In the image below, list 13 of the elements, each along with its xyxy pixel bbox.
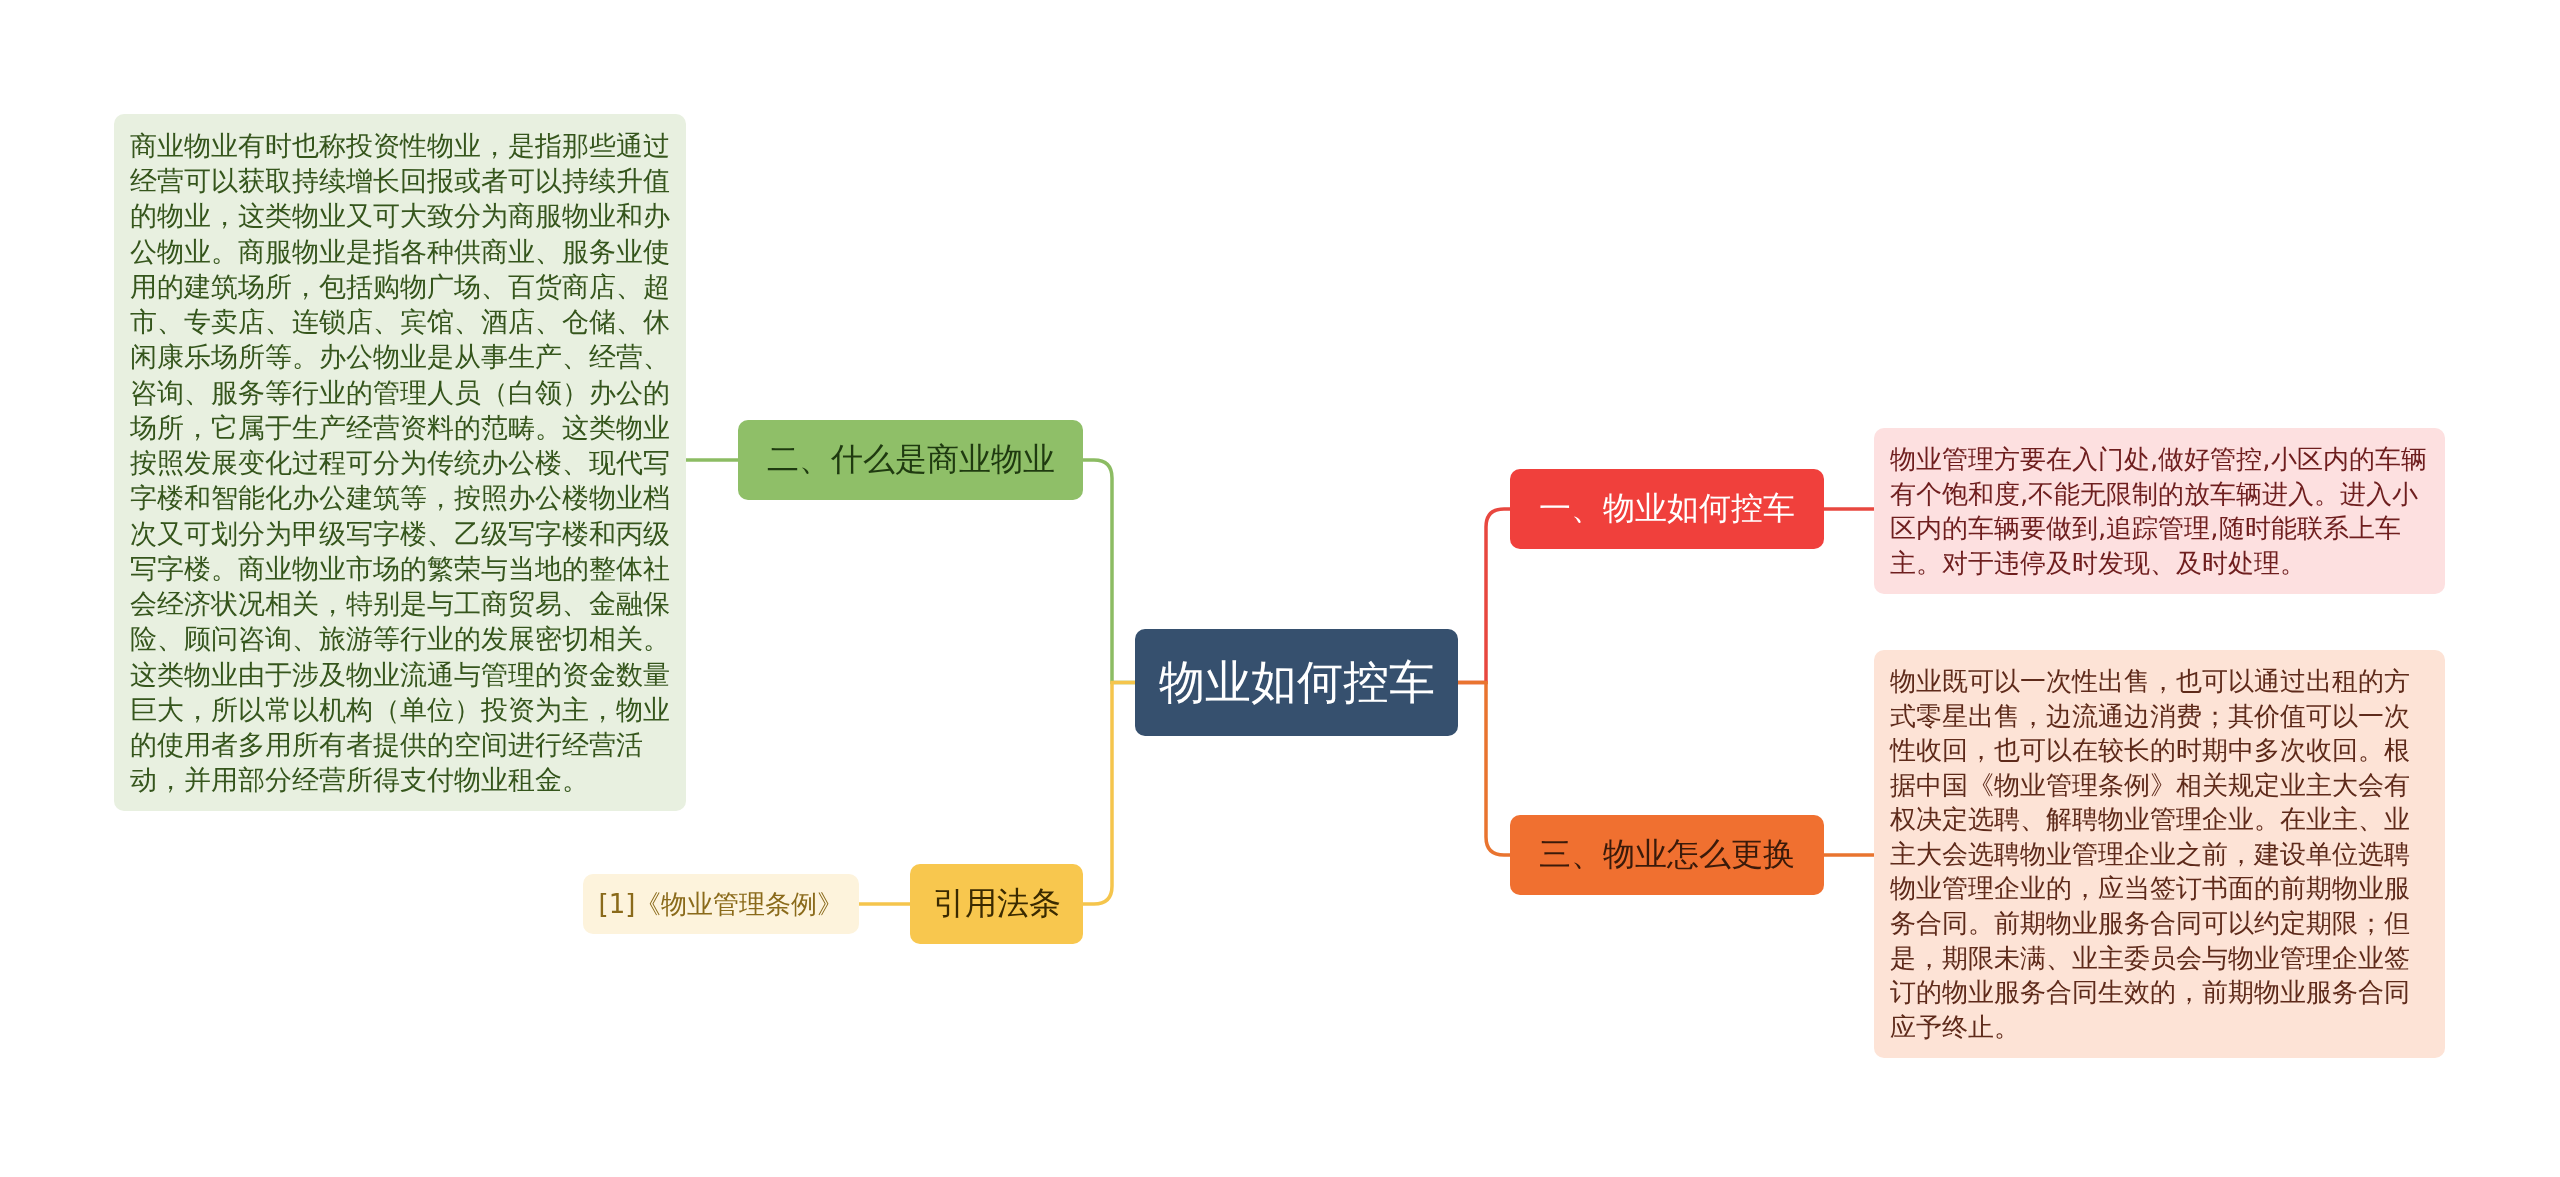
central-topic-box: 物业如何控车 — [1135, 629, 1458, 736]
reference-box: [1]《物业管理条例》 — [583, 874, 859, 934]
detail-box: 物业管理方要在入门处,做好管控,小区内的车辆有个饱和度,不能无限制的放车辆进入。进入小区内的车辆要做到,追踪管理,随时能联系上车主。对于违停及时发现、及时处理。 — [1874, 428, 2445, 595]
detail-box: 物业既可以一次性出售，也可以通过出租的方式零星出售，边流通边消费；其价值可以一次性收回，也可以在较长的时期中多次收回。根据中国《物业管理条例》相关规定业主大会有权决定选聘、解聘物业管理企业。在业主、业主大会选聘物业管理企业之前，建设单位选聘物业管理企业的，应当签订书面的前期物业服务合同。前期物业服务合同可以约定期限；但是，期限未满、业主委员会与物业管理企业签订的物业服务合同生效的，前期物业服务合同应予终止。 — [1874, 650, 2445, 1059]
branch-box: 二、什么是商业物业 — [738, 420, 1083, 500]
connector-line — [686, 458, 738, 462]
detail-box: 商业物业有时也称投资性物业，是指那些通过经营可以获取持续增长回报或者可以持续升值的物业，这类物业又可大致分为商服物业和办公物业。商服物业是指各种供商业、服务业使用的建筑场所，包括购物广场、百货商店、超市、专卖店、连锁店、宾馆、酒店、仓储、休闲康乐场所等。办公物业是从事生产、经营、咨询、服务等行业的管理人员（白领）办公的场所，它属于生产经营资料的范畴。这类物业按照发展变化过程可分为传统办公楼、现代写字楼和智能化办公建筑等，按照办公楼物业档次又可划分为甲级写字楼、乙级写字楼和丙级写字楼。商业物业市场的繁荣与当地的整体社会经济状况相关，特别是与工商贸易、金融保险、顾问咨询、旅游等行业的发展密切相关。这类物业由于涉及物业流通与管理的资金数量巨大，所以常以机构（单位）投资为主，物业的使用者多用所有者提供的空间进行经营活动，并用部分经营所得支付物业租金。 — [114, 114, 686, 812]
connector-line — [1824, 507, 1874, 511]
branch-box: 三、物业怎么更换 — [1510, 815, 1824, 895]
connector-line — [1824, 853, 1874, 857]
connector-line — [859, 902, 910, 906]
branch-box: 引用法条 — [910, 864, 1083, 944]
branch-box: 一、物业如何控车 — [1510, 469, 1824, 549]
